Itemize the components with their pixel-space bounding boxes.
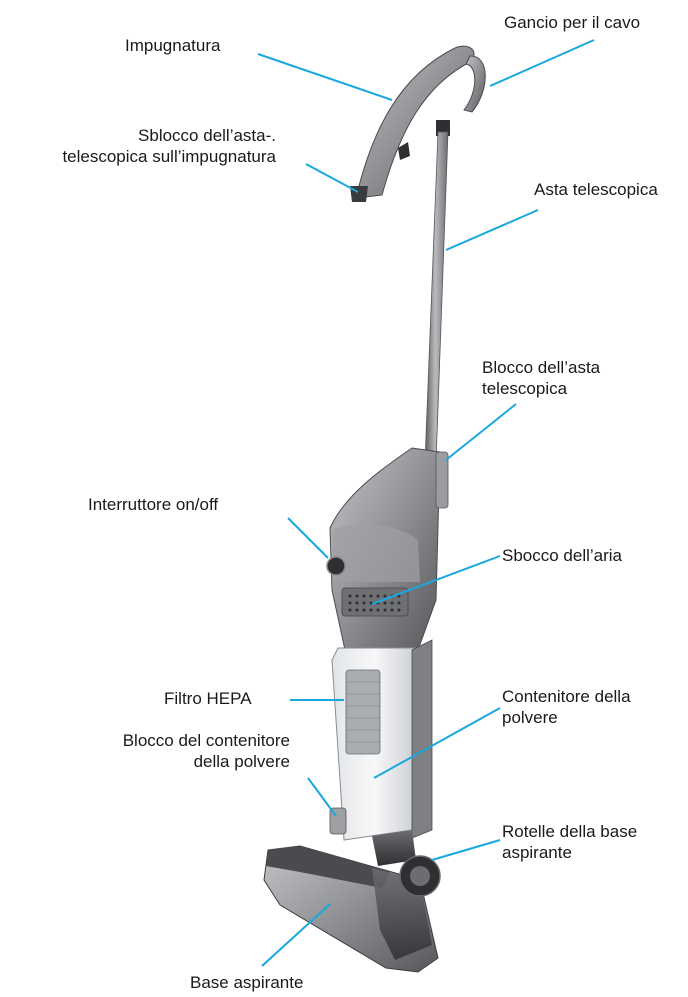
label-base-aspirante: Base aspirante bbox=[190, 972, 303, 993]
label-interruttore: Interruttore on/off bbox=[88, 494, 218, 515]
leader-line-interruttore bbox=[288, 518, 328, 558]
label-blocco-asta-line2: telescopica bbox=[482, 378, 600, 399]
label-filtro-hepa: Filtro HEPA bbox=[164, 688, 252, 709]
leader-line-impugnatura bbox=[258, 54, 392, 100]
dust-container-graphic bbox=[330, 640, 432, 840]
label-blocco-contenitore-line1: Blocco del contenitore bbox=[123, 730, 290, 751]
label-sblocco-asta: Sblocco dell’asta-. telescopica sull’imp… bbox=[62, 125, 276, 167]
label-blocco-contenitore-line2: della polvere bbox=[123, 751, 290, 772]
label-sblocco-asta-line2: telescopica sull’impugnatura bbox=[62, 146, 276, 167]
leader-line-gancio bbox=[490, 40, 594, 86]
power-switch-graphic bbox=[327, 557, 345, 575]
label-rotelle-line1: Rotelle della base bbox=[502, 821, 637, 842]
label-contenitore-line1: Contenitore della bbox=[502, 686, 631, 707]
leader-line-blocco-cont bbox=[308, 778, 336, 816]
leader-line-rotelle bbox=[432, 840, 500, 860]
label-gancio-per-il-cavo: Gancio per il cavo bbox=[504, 12, 640, 33]
label-impugnatura: Impugnatura bbox=[125, 35, 220, 56]
label-asta-telescopica: Asta telescopica bbox=[534, 179, 658, 200]
label-rotelle: Rotelle della base aspirante bbox=[502, 821, 637, 863]
wheel-graphic bbox=[400, 856, 440, 896]
hepa-filter-graphic bbox=[346, 670, 380, 754]
leader-line-asta bbox=[446, 210, 538, 250]
label-contenitore: Contenitore della polvere bbox=[502, 686, 631, 728]
label-blocco-asta-line1: Blocco dell’asta bbox=[482, 357, 600, 378]
handle-graphic bbox=[350, 46, 474, 202]
label-sblocco-asta-line1: Sblocco dell’asta-. bbox=[62, 125, 276, 146]
telescopic-pole-graphic bbox=[425, 132, 448, 462]
main-body-graphic bbox=[327, 448, 448, 650]
leader-line-blocco-asta bbox=[446, 404, 516, 460]
label-rotelle-line2: aspirante bbox=[502, 842, 637, 863]
label-blocco-asta: Blocco dell’asta telescopica bbox=[482, 357, 600, 399]
label-blocco-contenitore: Blocco del contenitore della polvere bbox=[123, 730, 290, 772]
leader-line-sblocco bbox=[306, 164, 358, 192]
label-sbocco-aria: Sbocco dell’aria bbox=[502, 545, 622, 566]
label-contenitore-line2: polvere bbox=[502, 707, 631, 728]
